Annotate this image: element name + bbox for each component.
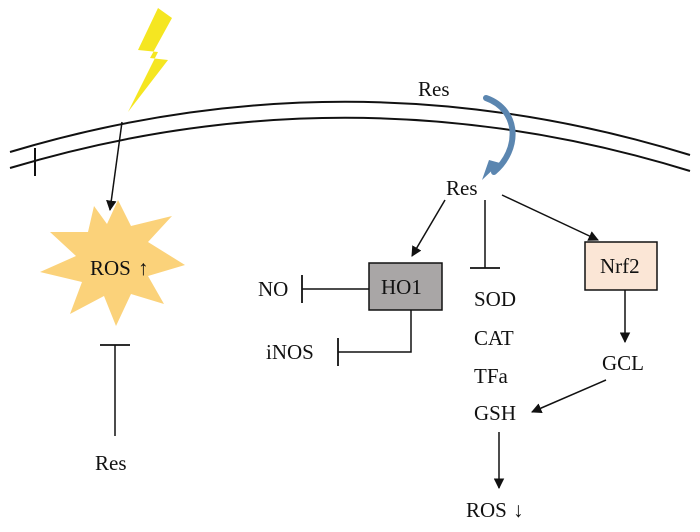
membrane-inner — [9, 116, 691, 172]
membrane-outer — [9, 100, 691, 156]
inos-label: iNOS — [266, 340, 314, 364]
curved-arrow-icon — [483, 95, 516, 175]
ho1-box — [368, 262, 443, 311]
curved-arrow-head — [482, 160, 500, 180]
sod-label: SOD — [474, 287, 516, 311]
res-bottom-left-label: Res — [95, 451, 127, 475]
cat-label: CAT — [474, 326, 514, 350]
arrow-gcl-gsh — [531, 379, 607, 414]
ros-up-arrow: ↑ — [138, 256, 149, 280]
ros-up-label: ROS — [90, 256, 131, 280]
arrow-res-ho1 — [411, 199, 446, 257]
res-inside-label: Res — [446, 176, 478, 200]
arrow-res-nrf2 — [501, 194, 599, 241]
nrf2-label: Nrf2 — [600, 254, 640, 278]
nrf2-box — [584, 241, 658, 291]
ho1-label: HO1 — [381, 275, 422, 299]
stimulus-arrow — [106, 121, 123, 212]
no-label: NO — [258, 277, 288, 301]
gsh-label: GSH — [474, 401, 516, 425]
starburst-icon — [40, 200, 185, 326]
lightning-bolt-icon — [128, 8, 172, 112]
ros-down-arrow: ↓ — [513, 498, 524, 522]
gcl-label: GCL — [602, 351, 644, 375]
inhibit-line-inos — [338, 310, 412, 353]
ros-down-label: ROS — [466, 498, 507, 522]
res-outside-label: Res — [418, 77, 450, 101]
tfa-label: TFa — [474, 364, 509, 388]
